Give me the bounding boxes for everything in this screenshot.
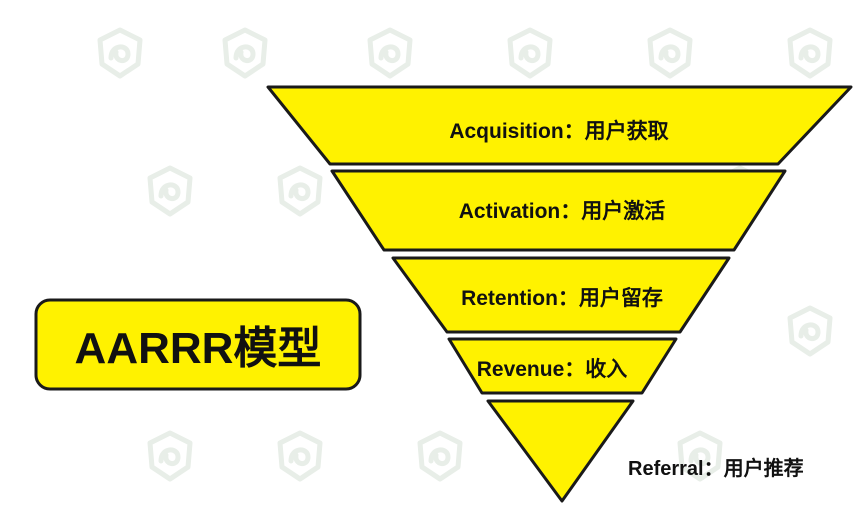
referral-label: Referral：用户推荐	[628, 456, 804, 480]
model-title-box: AARRR模型	[34, 298, 362, 391]
funnel-band-retention	[391, 256, 731, 334]
acquisition-label: Acquisition：用户获取	[449, 119, 668, 143]
funnel-band-activation	[330, 169, 787, 252]
funnel-band-referral	[486, 399, 635, 503]
funnel-band-revenue	[447, 337, 678, 395]
funnel-band-acquisition	[266, 85, 853, 166]
model-title: AARRR模型	[75, 324, 322, 373]
retention-label: Retention：用户留存	[461, 286, 663, 310]
funnel	[266, 85, 853, 503]
activation-label: Activation：用户激活	[459, 199, 666, 223]
revenue-label: Revenue：收入	[477, 357, 628, 381]
